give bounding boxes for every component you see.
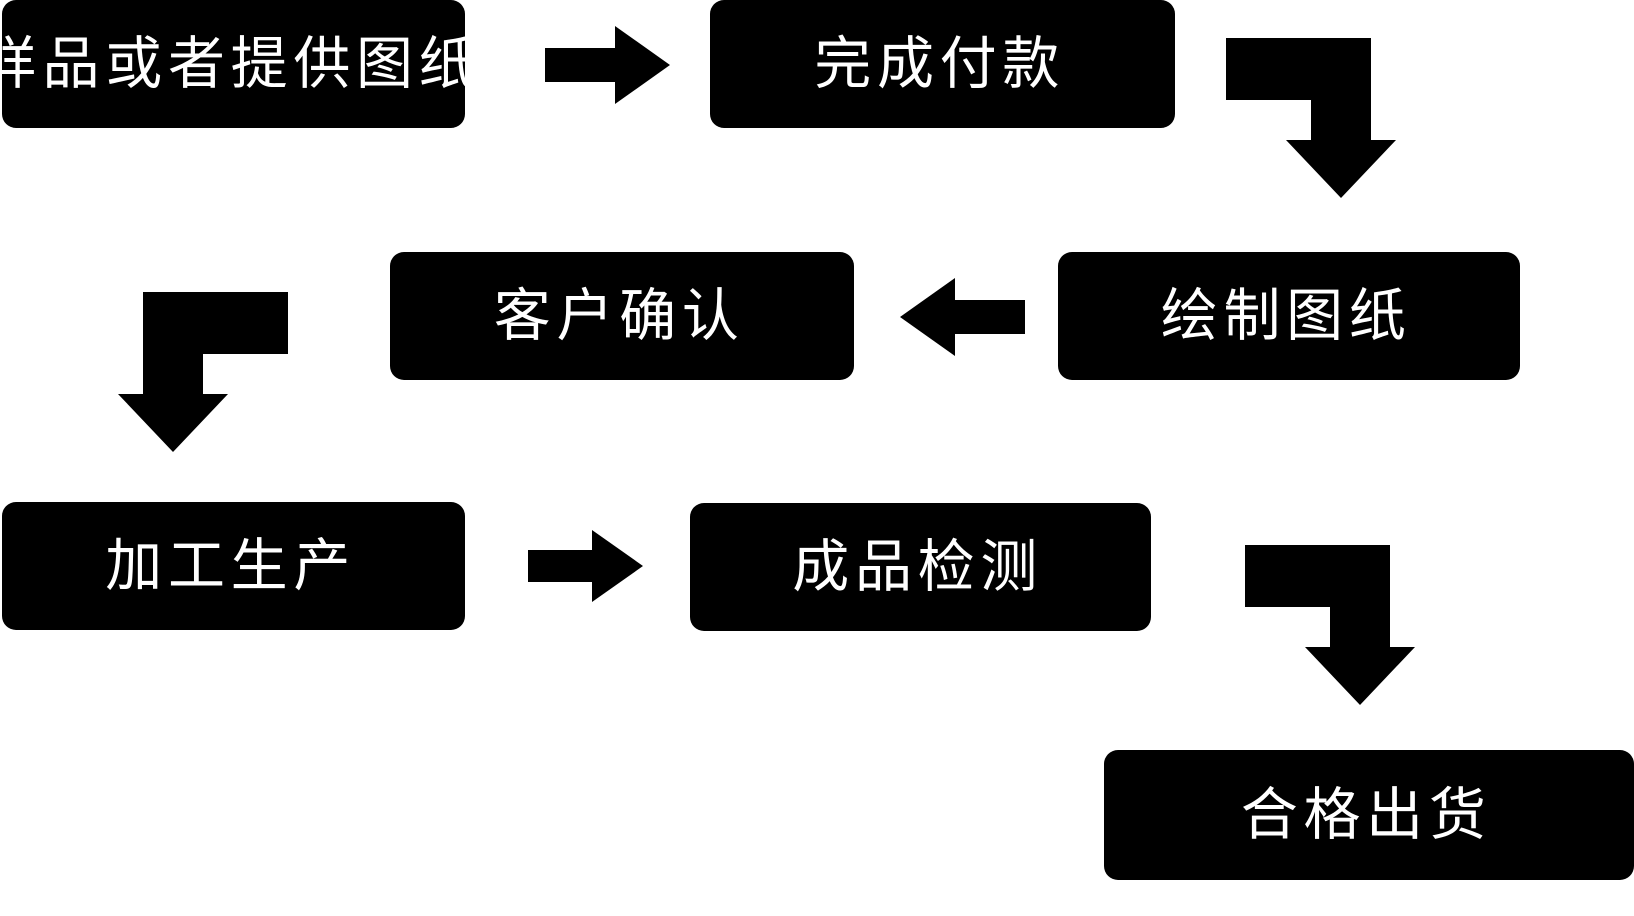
flow-node-shipment[interactable]: 合格出货 xyxy=(1104,750,1634,880)
flow-node-payment-label: 完成付款 xyxy=(814,31,1066,96)
arrow-production-to-inspection xyxy=(528,530,643,602)
flow-node-inspection-label: 成品检测 xyxy=(792,534,1044,599)
flow-node-confirm[interactable]: 客户确认 xyxy=(390,252,854,380)
flow-node-production-label: 加工生产 xyxy=(105,533,357,598)
flow-node-sample[interactable]: 样品或者提供图纸 xyxy=(0,0,476,128)
arrow-confirm-to-production xyxy=(118,292,288,452)
arrow-inspection-to-shipment xyxy=(1245,545,1415,705)
flow-node-draw-label: 绘制图纸 xyxy=(1160,283,1412,348)
arrow-draw-to-confirm xyxy=(900,278,1025,356)
arrow-sample-to-payment xyxy=(545,26,670,104)
flow-node-inspection[interactable]: 成品检测 xyxy=(690,503,1151,631)
arrow-payment-to-draw xyxy=(1226,38,1396,198)
flow-node-draw[interactable]: 绘制图纸 xyxy=(1058,252,1520,380)
flow-node-production[interactable]: 加工生产 xyxy=(2,502,465,630)
flow-node-confirm-label: 客户确认 xyxy=(493,283,745,348)
flow-node-shipment-label: 合格出货 xyxy=(1240,782,1492,847)
flow-node-payment[interactable]: 完成付款 xyxy=(710,0,1175,128)
flow-node-sample-label: 样品或者提供图纸 xyxy=(0,31,482,96)
